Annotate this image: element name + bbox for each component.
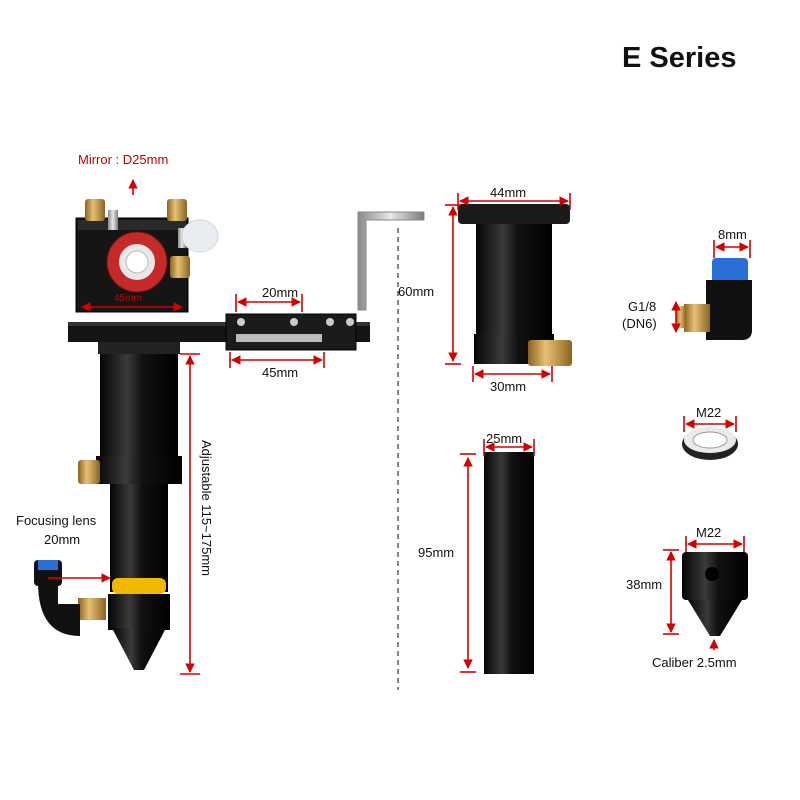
fitting-8-label: 8mm (718, 227, 747, 242)
tube-25-label: 25mm (486, 431, 523, 446)
adjustable-label: Adjustable 115~175mm (199, 440, 214, 576)
flange-tube (458, 204, 572, 366)
nozzle-caliber-label: Caliber 2.5mm (652, 655, 737, 670)
main-tube (98, 342, 180, 354)
slot-45-label: 45mm (262, 365, 299, 380)
focusing-lens (112, 578, 166, 594)
tube-30-label: 30mm (490, 379, 527, 394)
slot-20-label: 20mm (262, 285, 299, 300)
mirror-width-label: 45mm (114, 293, 142, 304)
fitting-g18-label: G1/8 (628, 299, 657, 314)
focusing-lens-label: Focusing lens (16, 513, 97, 528)
focusing-lens-size-label: 20mm (44, 532, 81, 547)
laser-head-assembly (34, 199, 370, 670)
nozzle-m22-label: M22 (696, 525, 722, 540)
lens-tube (110, 484, 168, 592)
ring-m22-label: M22 (696, 405, 722, 420)
air-fitting-left (34, 560, 106, 636)
m22-ring (682, 427, 738, 460)
air-fitting-elbow (676, 258, 752, 340)
mirror-label: Mirror : D25mm (78, 152, 169, 167)
nozzle-38-label: 38mm (626, 577, 663, 592)
nozzle (682, 552, 748, 636)
extension-tube (484, 452, 534, 674)
tube-44-label: 44mm (490, 185, 527, 200)
tube-60-label: 60mm (398, 284, 435, 299)
dimension-lines (48, 179, 325, 675)
fitting-dn6-label: (DN6) (622, 316, 657, 331)
l-bracket (357, 211, 425, 690)
nozzle-cone (112, 628, 166, 670)
page-title: E Series (622, 42, 737, 74)
tube-95-label: 95mm (418, 545, 455, 560)
